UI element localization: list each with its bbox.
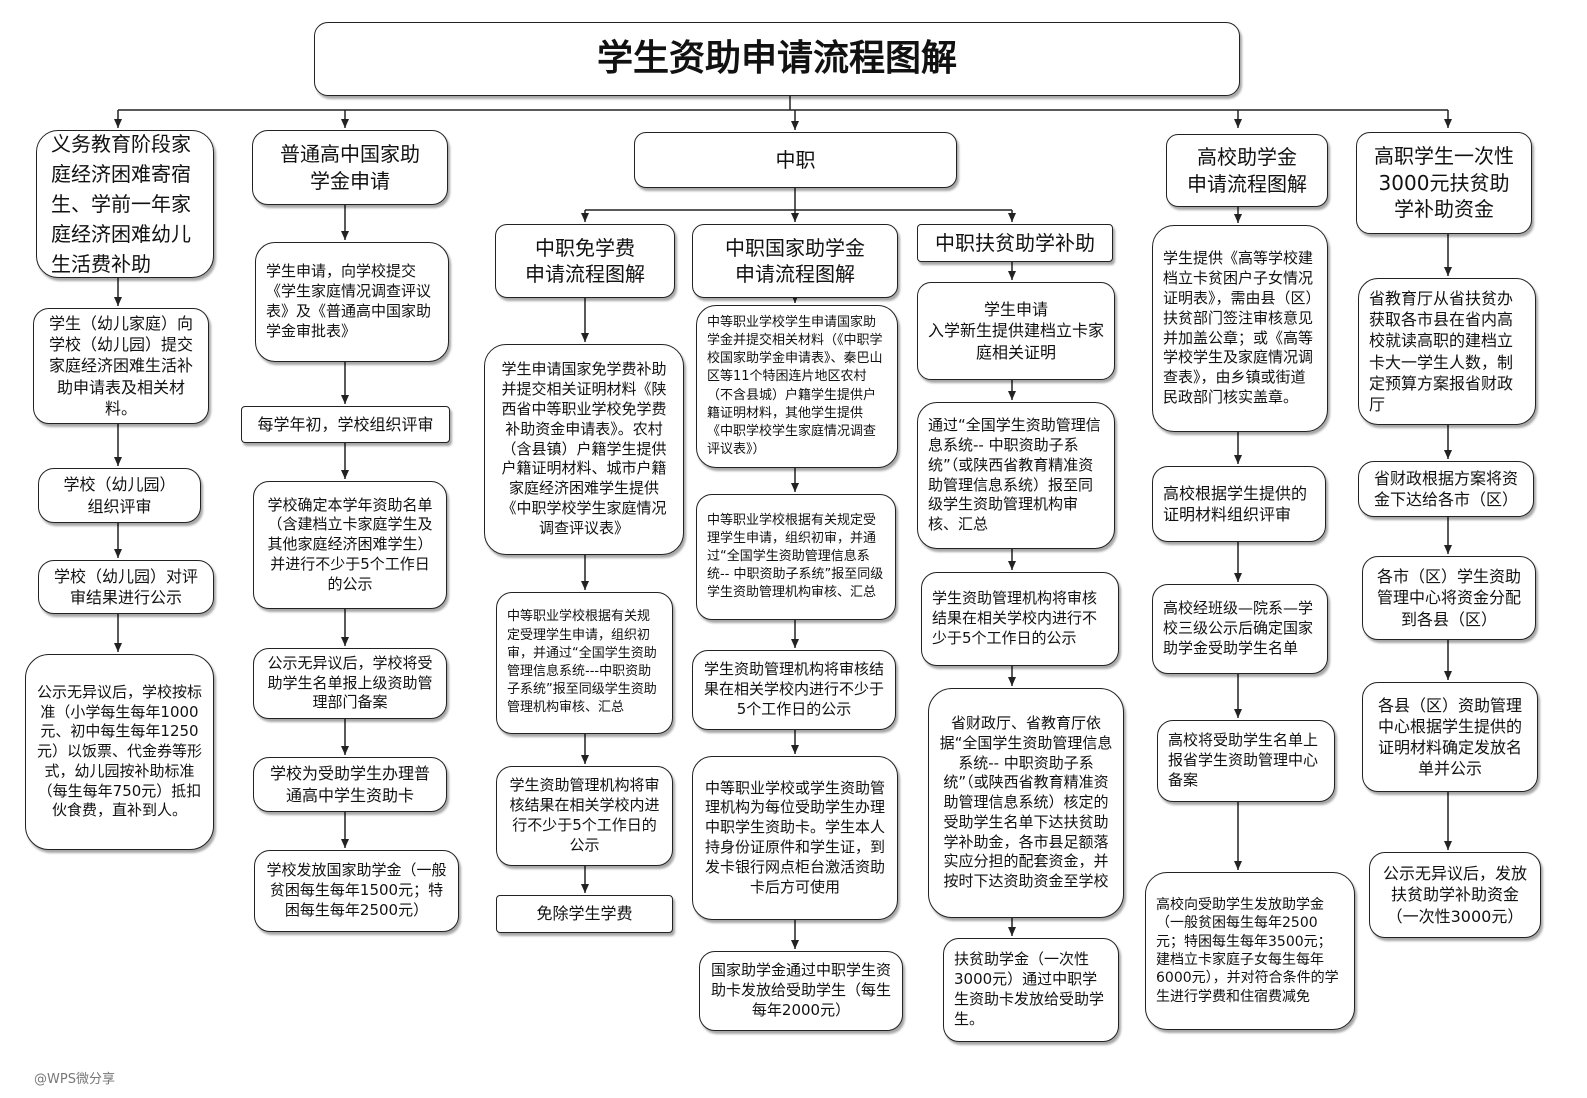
university-step-1: 学生提供《高等学校建档立卡贫困户子女情况证明表》，需由县（区）扶贫部门签注审核意… xyxy=(1152,225,1328,432)
grant-step-5: 国家助学金通过中职学生资助卡发放给受助学生（每生每年2000元） xyxy=(699,951,903,1031)
university-step-2: 高校根据学生提供的证明材料组织评审 xyxy=(1152,466,1326,542)
compulsory-step-1: 学生（幼儿家庭）向学校（幼儿园）提交家庭经济困难生活补助申请表及相关材料。 xyxy=(33,308,209,424)
chart-title: 学生资助申请流程图解 xyxy=(314,22,1240,96)
high-school-header: 普通高中国家助 学金申请 xyxy=(252,130,448,205)
university-step-4: 高校将受助学生名单上报省学生资助管理中心备案 xyxy=(1157,720,1335,802)
university-step-5: 高校向受助学生发放助学金（一般贫困每生每年2500元；特困每生每年3500元；建… xyxy=(1145,872,1355,1030)
high-school-step-4: 公示无异议后，学校将受助学生名单报上级资助管理部门备案 xyxy=(253,648,447,719)
high-school-step-3: 学校确定本学年资助名单（含建档立卡家庭学生及其他家庭经济困难学生）并进行不少于5… xyxy=(253,481,447,609)
grant-header: 中职国家助学金 申请流程图解 xyxy=(692,224,898,298)
compulsory-step-3: 学校（幼儿园）对评审结果进行公示 xyxy=(38,560,214,614)
poverty-step-2: 通过“全国学生资助管理信息系统-- 中职资助子系统”（或陕西省教育精准资助管理信… xyxy=(917,402,1115,549)
vocational-header: 中职 xyxy=(634,132,957,188)
grant-step-1: 中等职业学校学生申请国家助学金并提交相关材料（《中职学校国家助学金申请表》、秦巴… xyxy=(696,305,898,468)
higher-vocational-step-1: 省教育厅从省扶贫办获取各市县在省内高校就读高职的建档立卡大一学生人数，制定预算方… xyxy=(1358,278,1536,425)
high-school-step-1: 学生申请，向学校提交《学生家庭情况调查评议表》及《普通高中国家助学金审批表》 xyxy=(255,242,449,362)
high-school-step-6: 学校发放国家助学金（一般贫困每生每年1500元；特困每生每年2500元） xyxy=(254,850,459,932)
tuition-step-4: 免除学生学费 xyxy=(496,895,673,933)
tuition-header: 中职免学费 申请流程图解 xyxy=(495,224,675,298)
higher-vocational-step-3: 各市（区）学生资助管理中心将资金分配到各县（区） xyxy=(1362,556,1536,640)
high-school-step-5: 学校为受助学生办理普通高中学生资助卡 xyxy=(253,757,447,812)
tuition-step-3: 学生资助管理机构将审核结果在相关学校内进行不少于5个工作日的公示 xyxy=(496,766,673,866)
higher-vocational-step-2: 省财政根据方案将资金下达给各市（区） xyxy=(1358,461,1534,517)
university-step-3: 高校经班级—院系—学校三级公示后确定国家助学金受助学生名单 xyxy=(1152,584,1328,674)
poverty-header: 中职扶贫助学补助 xyxy=(917,224,1113,262)
tuition-step-2: 中等职业学校根据有关规定受理学生申请，组织初审，并通过“全国学生资助管理信息系统… xyxy=(496,592,673,734)
compulsory-header: 义务教育阶段家庭经济困难寄宿生、学前一年家庭经济困难幼儿生活费补助 xyxy=(36,130,214,278)
grant-step-4: 中等职业学校或学生资助管理机构为每位受助学生办理中职学生资助卡。学生本人持身份证… xyxy=(692,756,898,920)
higher-vocational-header: 高职学生一次性 3000元扶贫助 学补助资金 xyxy=(1356,132,1532,234)
poverty-step-3: 学生资助管理机构将审核结果在相关学校内进行不少于5个工作日的公示 xyxy=(921,572,1119,666)
university-header: 高校助学金 申请流程图解 xyxy=(1166,134,1328,207)
poverty-step-1: 学生申请 入学新生提供建档立卡家庭相关证明 xyxy=(917,282,1115,380)
compulsory-step-4: 公示无异议后，学校按标准（小学每生每年1000元、初中每生每年1250元）以饭票… xyxy=(25,654,214,850)
poverty-step-4: 省财政厅、省教育厅依据“全国学生资助管理信息系统-- 中职资助子系统”（或陕西省… xyxy=(928,688,1124,918)
higher-vocational-step-5: 公示无异议后，发放扶贫助学补助资金（一次性3000元） xyxy=(1369,852,1541,938)
grant-step-2: 中等职业学校根据有关规定受理学生申请，组织初审，并通过“全国学生资助管理信息系统… xyxy=(696,494,896,620)
poverty-step-5: 扶贫助学金（一次性3000元）通过中职学生资助卡发放给受助学生。 xyxy=(943,938,1119,1042)
grant-step-3: 学生资助管理机构将审核结果在相关学校内进行不少于5个工作日的公示 xyxy=(692,650,896,730)
compulsory-step-2: 学校（幼儿园） 组织评审 xyxy=(38,468,201,523)
watermark: @WPS微分享 xyxy=(34,1072,115,1087)
tuition-step-1: 学生申请国家免学费补助并提交相关证明材料《陕西省中等职业学校免学费补助资金申请表… xyxy=(484,344,684,555)
high-school-step-2: 每学年初，学校组织评审 xyxy=(241,406,450,443)
higher-vocational-step-4: 各县（区）资助管理中心根据学生提供的证明材料确定发放名单并公示 xyxy=(1362,682,1538,792)
